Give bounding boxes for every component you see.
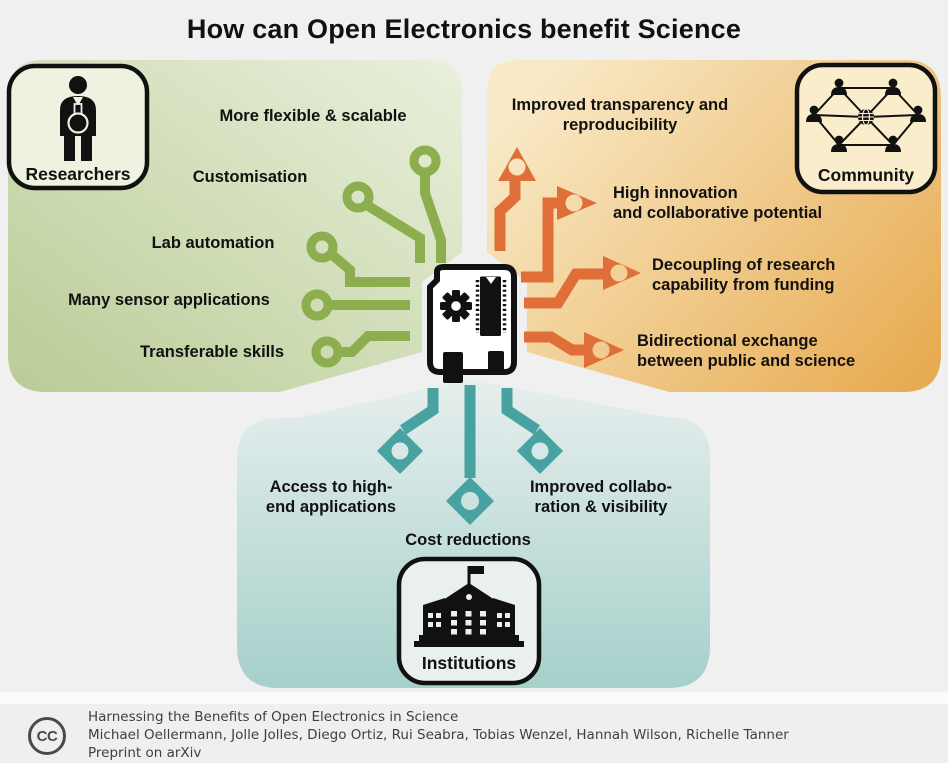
trace-transferable (311, 331, 410, 368)
benefit-customisation: Customisation (192, 168, 308, 186)
citation-title: Harnessing the Benefits of Open Electron… (88, 709, 459, 725)
benefit-bidirectional: Bidirectional exchange between public an… (637, 332, 856, 370)
trace-lab-automation (306, 231, 410, 287)
trace-customisation (342, 181, 425, 263)
benefit-lab-automation: Lab automation (151, 234, 275, 252)
citation-source: Preprint on arXiv (88, 745, 202, 761)
gear-icon (440, 290, 472, 322)
diagram-art (6, 60, 941, 688)
via-ring (306, 231, 338, 263)
board-connector (443, 352, 463, 383)
trace-cost (446, 385, 494, 525)
arrowhead-right-icon (603, 256, 641, 290)
researchers-circuit-traces (301, 145, 446, 368)
benefit-sensor-applications: Many sensor applications (68, 291, 270, 309)
arrow-transparency (494, 147, 536, 251)
researchers-badge-label: Researchers (25, 164, 131, 184)
people-nodes (806, 78, 926, 152)
benefit-access: Access to high- end applications (265, 478, 397, 516)
benefit-transferable-skills: Transferable skills (140, 343, 284, 361)
institutions-traces (377, 385, 563, 525)
diamond-pad-icon (446, 477, 494, 525)
community-network-icon (806, 78, 926, 152)
via-ring (409, 145, 441, 177)
benefit-innovation: High innovation and collaborative potent… (613, 184, 823, 222)
citation-text: Harnessing the Benefits of Open Electron… (88, 708, 789, 762)
community-badge (794, 62, 938, 195)
benefit-more-flexible: More flexible & scalable (219, 107, 407, 125)
arrow-innovation (521, 186, 597, 283)
via-ring (342, 181, 374, 213)
arrowhead-up-icon (498, 147, 536, 181)
arrowhead-right-icon (557, 186, 597, 220)
arrow-decoupling (524, 256, 641, 309)
trace-access (377, 388, 439, 474)
circuit-board-icon (427, 264, 517, 383)
trace-sensors (301, 289, 410, 321)
institutions-badge (396, 556, 542, 686)
board-connector (488, 351, 504, 375)
arrow-bidirectional (524, 331, 624, 368)
researcher-icon (60, 76, 96, 161)
flask-icon (67, 103, 89, 134)
institutions-region (237, 379, 710, 688)
arrowhead-right-icon (584, 332, 624, 368)
chip-icon (475, 276, 507, 336)
community-badge-label: Community (817, 165, 915, 185)
footer: Harnessing the Benefits of Open Electron… (0, 704, 948, 763)
globe-icon (858, 108, 874, 126)
benefit-collaboration: Improved collabo- ration & visibility (529, 478, 673, 516)
diamond-pad-icon (517, 428, 563, 474)
benefit-cost-reductions: Cost reductions (405, 531, 531, 549)
researchers-badge (6, 63, 150, 191)
benefit-transparency: Improved transparency and reproducibilit… (511, 96, 729, 134)
citation-authors: Michael Oellermann, Jolle Jolles, Diego … (88, 727, 789, 743)
trace-flexible (409, 145, 446, 263)
diamond-pad-icon (377, 428, 423, 474)
institution-building-icon (414, 566, 524, 647)
benefit-decoupling: Decoupling of research capability from f… (652, 256, 836, 294)
trace-collaboration (501, 388, 563, 474)
institutions-badge-label: Institutions (421, 653, 517, 673)
page-title: How can Open Electronics benefit Science (186, 14, 742, 44)
community-arrow-traces (494, 147, 641, 368)
cc-license-icon: CC (28, 717, 66, 755)
